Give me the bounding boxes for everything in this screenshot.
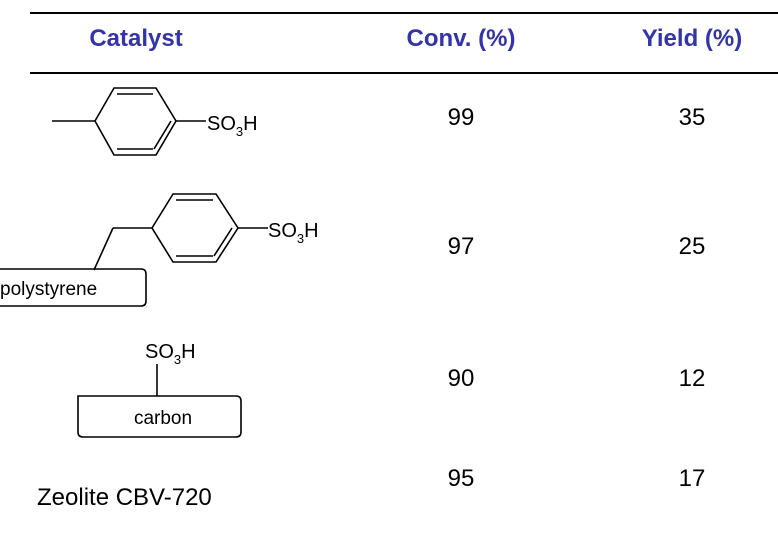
header-yield: Yield (%) xyxy=(641,25,743,52)
row4-conversion: 95 xyxy=(447,465,475,492)
row3-support-label: carbon xyxy=(134,408,192,429)
row3-substituent: SO3H xyxy=(145,341,196,367)
row2-support-label: polystyrene xyxy=(0,279,97,300)
row1-conversion: 99 xyxy=(447,104,475,131)
row4-yield: 17 xyxy=(678,465,706,492)
header-catalyst: Catalyst xyxy=(89,25,183,52)
table-top-rule xyxy=(30,12,778,14)
row3-conversion: 90 xyxy=(447,365,475,392)
row1-substituent: SO3H xyxy=(207,113,258,139)
row2-conversion: 97 xyxy=(447,233,475,260)
row2-yield: 25 xyxy=(678,233,706,260)
header-conversion: Conv. (%) xyxy=(406,25,516,52)
row3-support-box xyxy=(77,364,242,438)
table-header-rule xyxy=(30,72,778,74)
row4-catalyst-name: Zeolite CBV-720 xyxy=(37,484,212,511)
row1-yield: 35 xyxy=(678,104,706,131)
row1-benzene-ring xyxy=(52,87,206,156)
row3-yield: 12 xyxy=(678,365,706,392)
row2-substituent: SO3H xyxy=(268,220,319,246)
row2-benzene-ring xyxy=(0,193,268,307)
